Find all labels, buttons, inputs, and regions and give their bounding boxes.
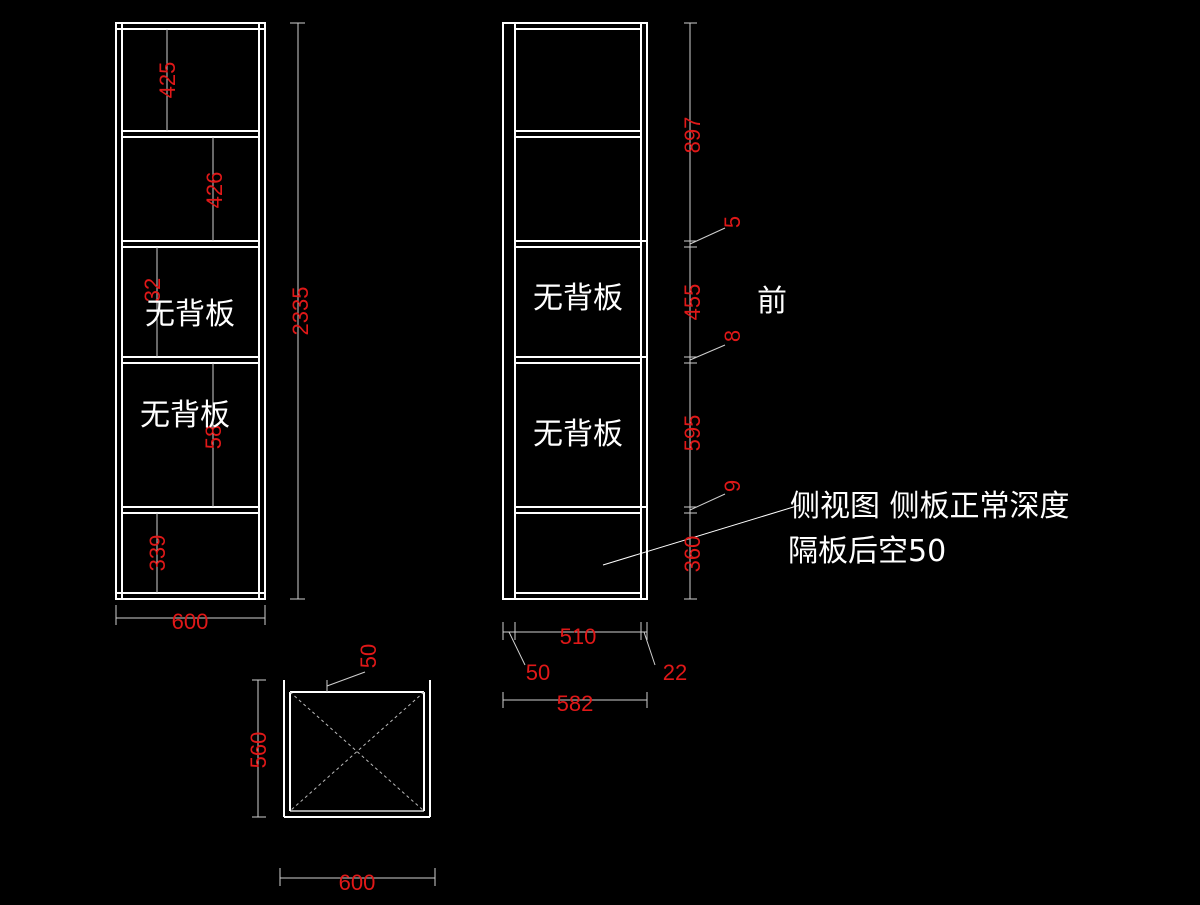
front-view: 425 426 32 58 339 2335 600 无背板 无背板	[115, 22, 313, 634]
dim-582: 582	[557, 691, 594, 716]
no-back-panel-label: 无背板	[533, 281, 623, 316]
dim-width-600: 600	[339, 870, 376, 895]
side-view-note-line1: 侧视图 侧板正常深度	[790, 489, 1070, 524]
no-back-panel-label: 无背板	[145, 297, 235, 332]
dim-8: 8	[720, 330, 745, 342]
dim-897: 897	[680, 117, 705, 154]
dim-510: 510	[560, 624, 597, 649]
dim-width-600: 600	[172, 609, 209, 634]
dim-32: 32	[140, 278, 165, 302]
front-cabinet-outline	[115, 22, 266, 600]
dim-360: 360	[680, 536, 705, 573]
no-back-panel-label: 无背板	[533, 417, 623, 452]
dim-426: 426	[202, 172, 227, 209]
dim-50: 50	[356, 644, 381, 668]
plan-view: 50 560 600	[246, 644, 436, 895]
dim-height-2335: 2335	[288, 287, 313, 336]
dim-depth-560: 560	[246, 732, 271, 769]
no-back-panel-label: 无背板	[140, 398, 230, 433]
side-cabinet-outline	[502, 22, 648, 600]
dim-50: 50	[526, 660, 550, 685]
dim-595: 595	[680, 415, 705, 452]
dim-22: 22	[663, 660, 687, 685]
dim-425: 425	[155, 62, 180, 99]
side-view: 897 5 455 8 595 9 360 510 50 22 582 无背板 …	[502, 22, 1070, 716]
side-view-note-line2: 隔板后空50	[788, 534, 946, 569]
dim-58: 58	[201, 425, 226, 449]
dim-5: 5	[720, 216, 745, 228]
dim-9: 9	[720, 480, 745, 492]
dim-339: 339	[145, 535, 170, 572]
front-direction-label: 前	[757, 284, 787, 319]
dim-455: 455	[680, 284, 705, 321]
